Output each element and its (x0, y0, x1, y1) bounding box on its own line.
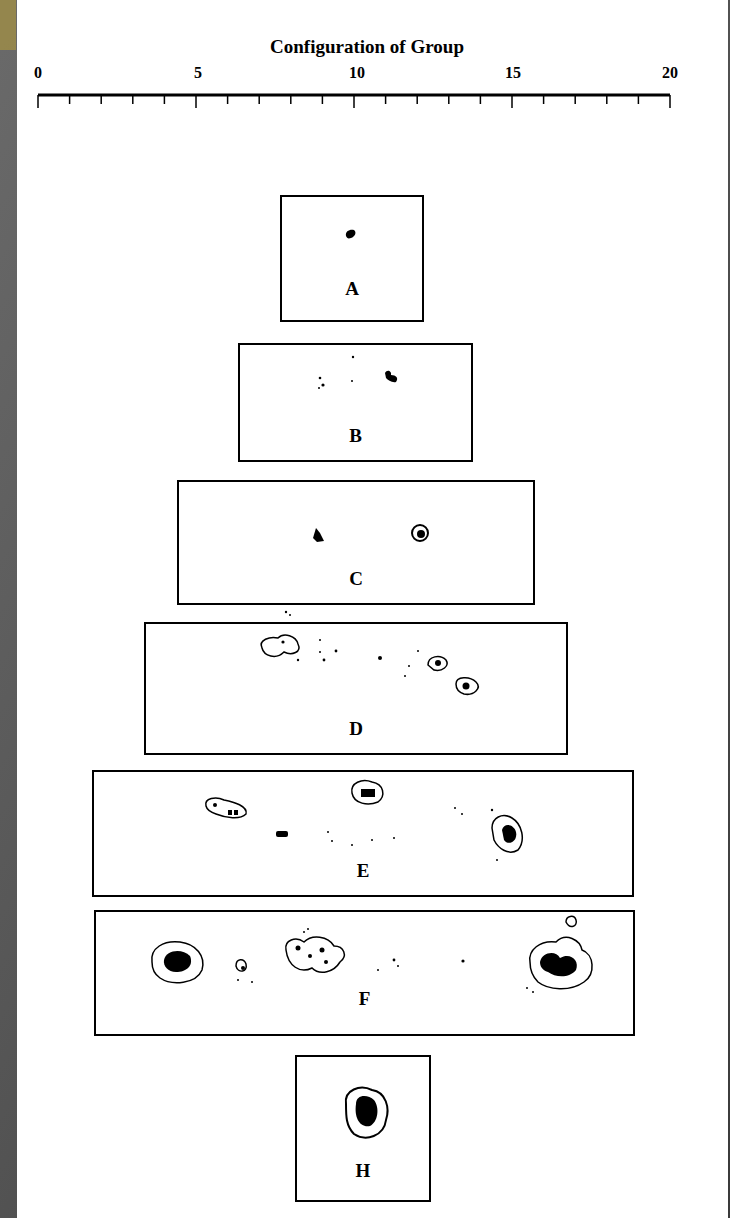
group-box: H (295, 1055, 431, 1202)
group-letter: D (349, 718, 363, 740)
group-letter: C (349, 568, 363, 590)
scale-number: 10 (349, 64, 365, 82)
group-letter: A (345, 278, 359, 300)
scale-tick (669, 95, 671, 108)
scale-tick (385, 95, 387, 104)
scale-tick (416, 95, 418, 104)
scale-tick (132, 95, 134, 104)
scale-bar (38, 95, 670, 108)
scale-tick (37, 95, 39, 108)
sunspot-e (206, 781, 522, 861)
scale-tick (69, 95, 71, 104)
scale-tick (638, 95, 640, 104)
scale-tick (448, 95, 450, 104)
sunspot-f (152, 916, 592, 993)
group-box: F (94, 910, 635, 1036)
scale-tick (480, 95, 482, 104)
scale-number: 15 (505, 64, 521, 82)
scale-tick (606, 95, 608, 104)
white-panel (17, 0, 728, 1218)
group-letter: F (359, 988, 371, 1010)
group-box: B (238, 343, 473, 462)
scale-number: 0 (34, 64, 42, 82)
scale-tick (227, 95, 229, 104)
sunspot-b (318, 356, 397, 389)
scale-tick (511, 95, 513, 108)
group-box: C (177, 480, 535, 605)
diagram-title: Configuration of Group (270, 36, 464, 58)
group-letter: B (349, 425, 362, 447)
group-letter: H (356, 1160, 371, 1182)
scale-tick (543, 95, 545, 104)
group-box: D (144, 622, 568, 755)
group-box: E (92, 770, 634, 897)
sunspot-c (313, 525, 428, 542)
scale-tick (164, 95, 166, 104)
group-box: A (280, 195, 424, 322)
scale-tick (258, 95, 260, 104)
group-letter: E (357, 860, 370, 882)
scale-tick (195, 95, 197, 108)
scale-tick (290, 95, 292, 104)
scale-number: 20 (662, 64, 678, 82)
corner-accent (0, 0, 16, 50)
scale-number: 5 (194, 64, 202, 82)
scale-ticks (38, 95, 670, 108)
sunspot-h (346, 1088, 388, 1138)
scale-tick (574, 95, 576, 104)
scale-tick (322, 95, 324, 104)
scale-tick (353, 95, 355, 108)
scale-tick (100, 95, 102, 104)
sunspot-a (346, 230, 356, 239)
